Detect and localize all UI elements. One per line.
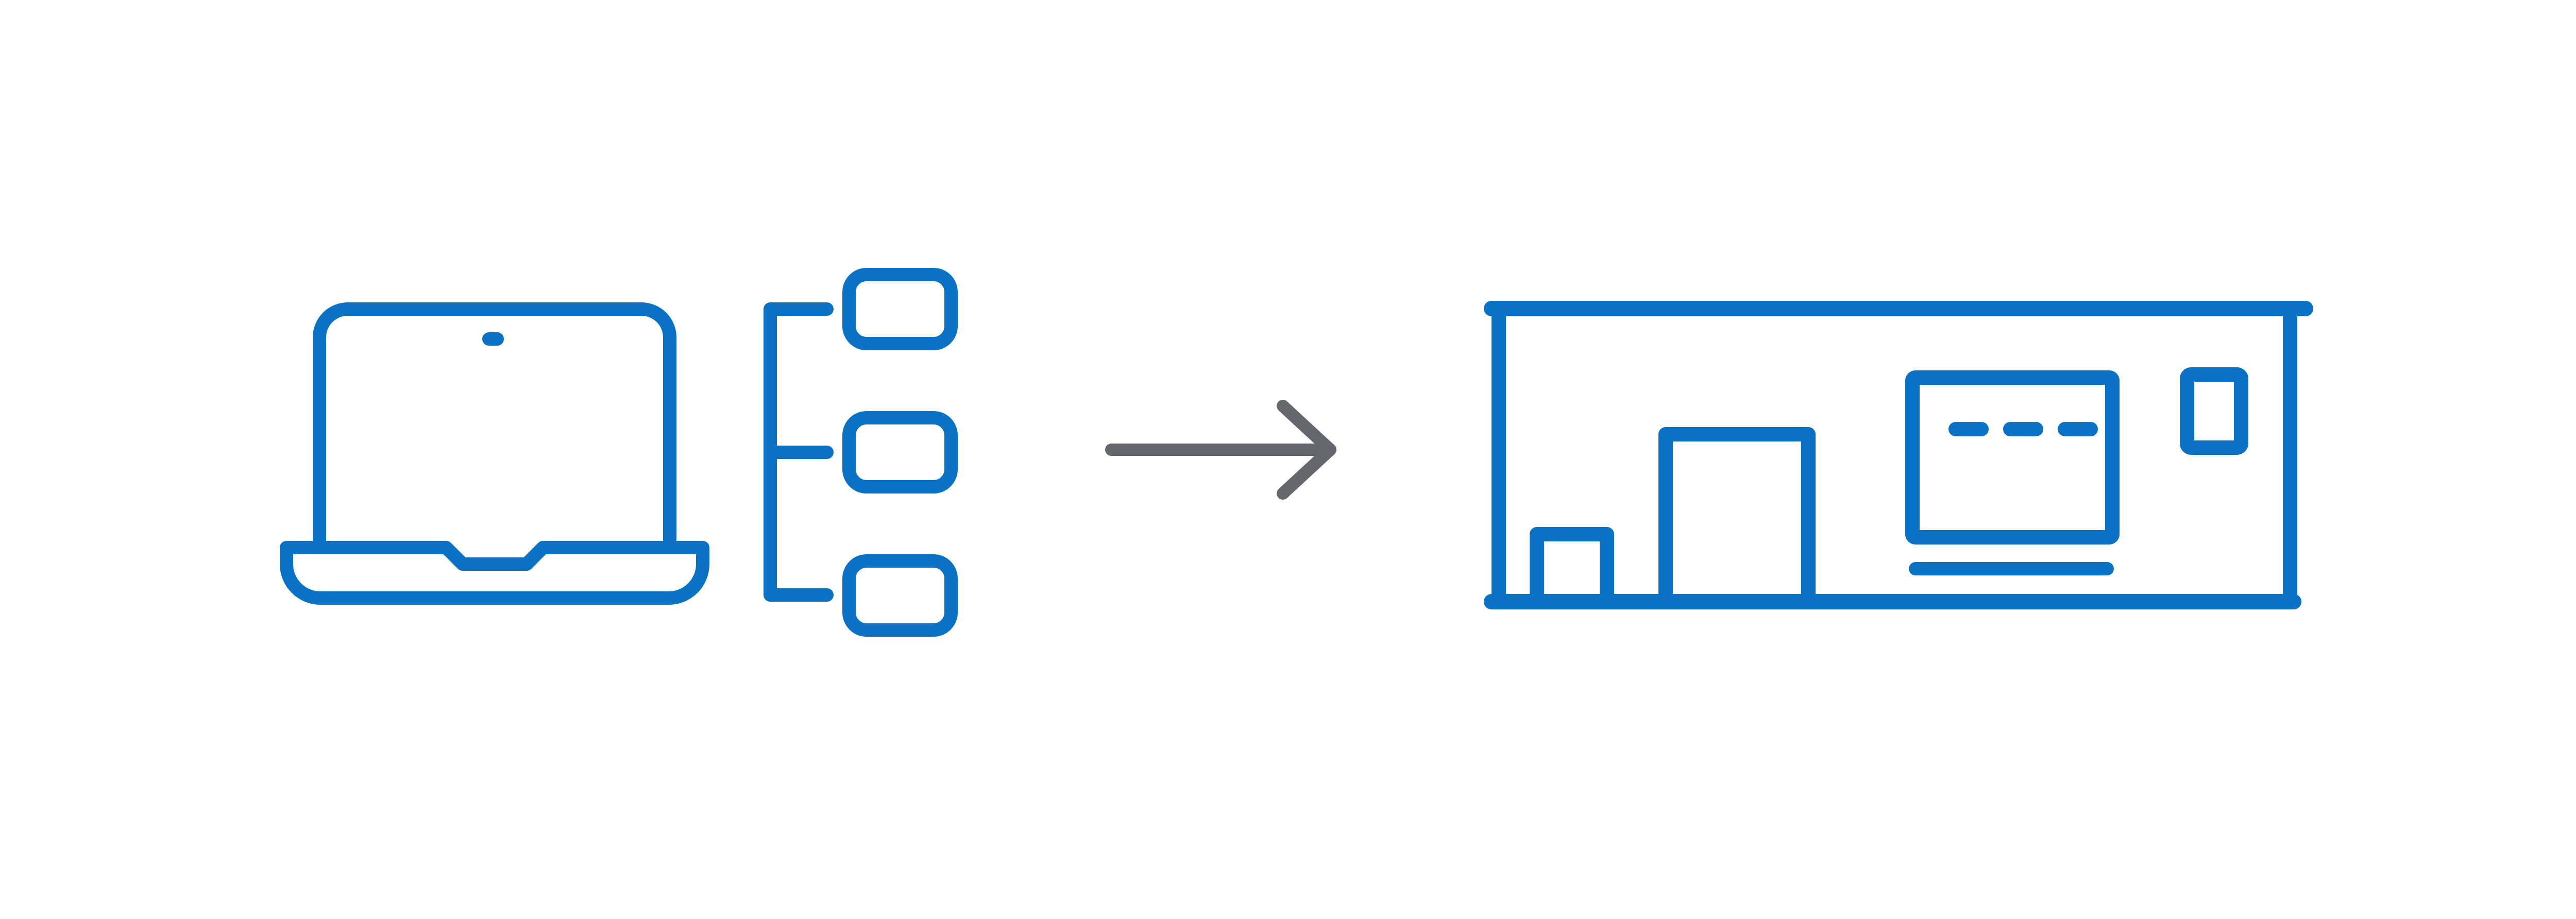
hierarchy-node-2[interactable] <box>842 411 958 493</box>
hierarchy-tree-icon[interactable] <box>764 268 958 637</box>
factory-control-panel[interactable] <box>1905 370 2120 544</box>
factory-small-block <box>1530 527 1614 602</box>
factory-side-cabinet[interactable] <box>2180 367 2248 455</box>
laptop-icon[interactable] <box>280 302 709 605</box>
arrow-head <box>1277 400 1336 500</box>
hierarchy-node-1[interactable] <box>842 268 958 350</box>
laptop-screen <box>313 302 676 549</box>
panel-indicator-1 <box>1948 422 1989 436</box>
panel-indicator-2 <box>2003 422 2043 436</box>
laptop-webcam-dot <box>482 332 504 346</box>
hierarchy-node-3[interactable] <box>842 554 958 637</box>
panel-indicator-3 <box>2058 422 2098 436</box>
factory-icon[interactable] <box>1484 301 2313 609</box>
factory-tall-block <box>1658 427 1816 602</box>
laptop-base <box>280 541 709 605</box>
arrow-right-icon <box>1105 400 1336 500</box>
